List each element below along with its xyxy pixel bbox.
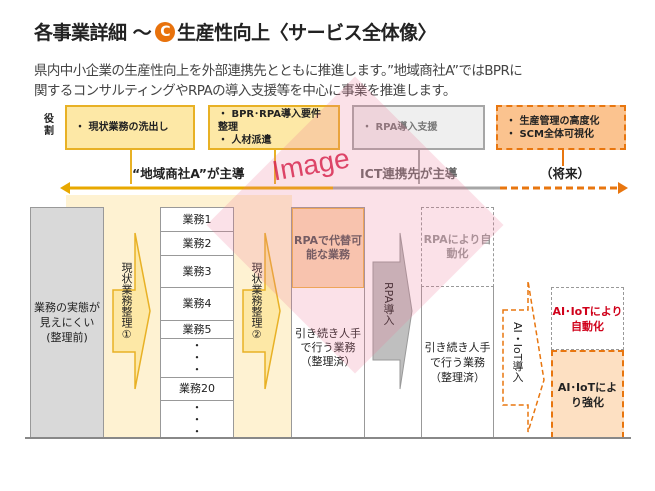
task-item: 業務1 [161, 208, 233, 232]
before-box: 業務の実態が見えにくい(整理前) [30, 207, 104, 438]
lead-label-ict: ICT連携先が主導 [360, 166, 458, 181]
ai-enhanced-box: AI･IoTにより強化 [551, 350, 624, 438]
arrow-organize-2 [242, 232, 281, 390]
task-item: 業務4 [161, 288, 233, 321]
task-list: 業務1 業務2 業務3 業務4 業務5 ・ ・ ・ 業務20 ・ ・ ・ [160, 207, 234, 438]
lead-label-local: “地域商社A”が主導 [132, 166, 245, 181]
role-box-4: ・ 生産管理の高度化 ・ SCM全体可視化 [496, 105, 626, 150]
task-item: 業務3 [161, 256, 233, 288]
arrow-ai-iot [502, 280, 545, 433]
lead-label-future: （将来） [540, 166, 591, 181]
column-organized: RPAで代替可能な業務 引き続き人手で行う業務（整理済） [291, 207, 365, 438]
description-line-2: 関するコンサルティングやRPAの導入支援等を中心に事業を推進します。 [34, 83, 456, 99]
arrow-organize-2-label: 現状業務整理② [250, 262, 263, 341]
task-item: 業務20 [161, 378, 233, 401]
arrow-organize-1-label: 現状業務整理① [120, 262, 133, 341]
task-ellipsis: ・ ・ ・ [161, 339, 233, 378]
connector [562, 150, 564, 166]
task-item: 業務5 [161, 321, 233, 339]
baseline [25, 437, 631, 439]
role-box-3: ・ RPA導入支援 [352, 105, 485, 150]
role-box-1: ・ 現状業務の洗出し [65, 105, 195, 150]
arrow-rpa-label: RPA導入 [382, 282, 395, 326]
rpa-replaceable-box: RPAで代替可能な業務 [292, 208, 364, 288]
role-box-2: ・ BPR･RPA導入要件整理 ・ 人材派遣 [208, 105, 340, 150]
timeline-arrow [60, 182, 628, 194]
manual-tasks-1: 引き続き人手で行う業務（整理済） [295, 327, 361, 368]
rpa-automated-box: RPAにより自動化 [421, 207, 494, 287]
role-label: 役割 [44, 114, 54, 137]
task-ellipsis: ・ ・ ・ [191, 400, 203, 438]
page-title: 各事業詳細 ～ C 生産性向上〈サービス全体像〉 [34, 21, 437, 44]
arrow-rpa [372, 232, 413, 390]
connector [274, 150, 276, 184]
task-item: 業務2 [161, 232, 233, 256]
ai-automated-box: AI･IoTにより自動化 [551, 287, 624, 350]
connector [130, 150, 132, 184]
arrow-organize-1 [112, 232, 151, 390]
manual-tasks-2: 引き続き人手で行う業務（整理済） [421, 287, 494, 438]
connector [418, 150, 420, 184]
arrow-ai-iot-label: AI・IoT導入 [511, 322, 524, 383]
description-line-1: 県内中小企業の生産性向上を外部連携先とともに推進します。”地域商社A”ではBPR… [34, 63, 523, 79]
c-badge-icon: C [155, 21, 176, 42]
